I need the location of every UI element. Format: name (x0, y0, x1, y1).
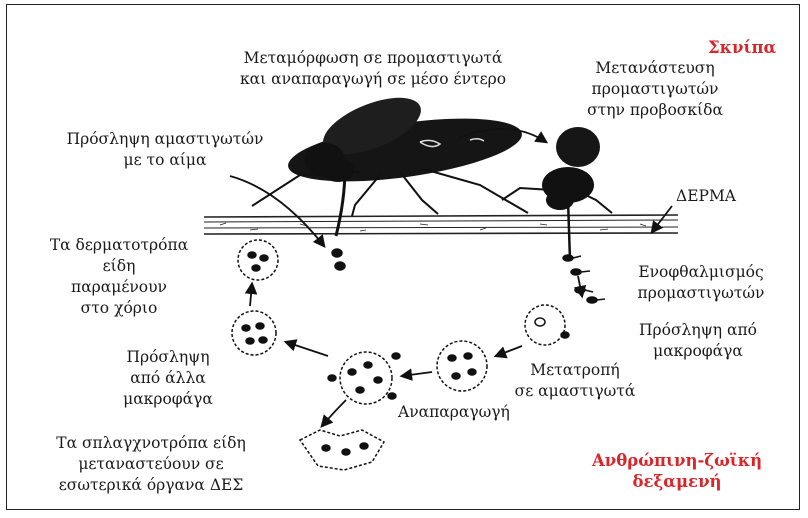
mosquito-title: Σκνίπα (708, 37, 776, 58)
label-inoculation: Ενοφθαλμισμός προμαστιγωτών (626, 262, 776, 304)
label-uptake-other-line: μακροφάγα (108, 389, 228, 410)
reservoir-title-line: Ανθρώπινη-ζωϊκή (592, 450, 762, 471)
label-uptake-amastigotes-line: με το αίμα (60, 150, 270, 171)
label-migration: Μετανάστευση προμαστιγωτών στην προβοσκί… (575, 58, 735, 121)
macrophage-top (232, 311, 276, 355)
label-metamorphosis-line: Μεταμόρφωση σε προμαστιγωτά (218, 48, 528, 69)
label-metamorphosis: Μεταμόρφωση σε προμαστιγωτά και αναπαραγ… (218, 48, 528, 90)
label-viscerotropic-line: εσωτερικά όργανα ΔΕΣ (36, 475, 266, 496)
macrophage-uptake (525, 305, 569, 345)
label-viscerotropic-line: μεταναστεύουν σε (36, 454, 266, 475)
label-uptake-macrophages-line: μακροφάγα (608, 341, 788, 362)
reservoir-title: Ανθρώπινη-ζωϊκή δεξαμενή (592, 450, 762, 492)
label-viscerotropic-line: Τα σπλαγχνοτρόπα είδη (36, 433, 266, 454)
macrophage-burst (328, 352, 400, 404)
label-conversion: Μετατροπή σε αμαστιγωτά (500, 360, 650, 402)
label-metamorphosis-line: και αναπαραγωγή σε μέσο έντερο (218, 69, 528, 90)
label-dermatotropic-line: Τα δερματοτρόπα (44, 235, 194, 256)
label-uptake-other-line: Πρόσληψη (108, 347, 228, 368)
label-viscerotropic: Τα σπλαγχνοτρόπα είδη μεταναστεύουν σε ε… (36, 433, 266, 496)
label-reproduction: Αναπαραγωγή (398, 402, 510, 423)
label-uptake-amastigotes-line: Πρόσληψη αμαστιγωτών (60, 129, 270, 150)
label-uptake-other: Πρόσληψη από άλλα μακροφάγα (108, 347, 228, 410)
label-uptake-macrophages: Πρόσληψη από μακροφάγα (608, 320, 788, 362)
skin-layer (204, 215, 678, 234)
label-skin: ΔΕΡΜΑ (676, 186, 736, 207)
label-uptake-macrophages-line: Πρόσληψη από (608, 320, 788, 341)
sandfly-small (502, 127, 612, 260)
promastigotes (563, 255, 605, 303)
label-inoculation-line: Ενοφθαλμισμός (626, 262, 776, 283)
label-dermatotropic-line: στο χόριο (44, 298, 194, 319)
label-dermatotropic: Τα δερματοτρόπα είδη παραμένουν στο χόρι… (44, 235, 194, 319)
label-uptake-other-line: από άλλα (108, 368, 228, 389)
parasite-cells (232, 240, 605, 470)
reservoir-title-line: δεξαμενή (592, 471, 762, 492)
label-conversion-line: σε αμαστιγωτά (500, 381, 650, 402)
label-migration-line: στην προβοσκίδα (575, 100, 735, 121)
label-dermatotropic-line: είδη (44, 256, 194, 277)
label-conversion-line: Μετατροπή (500, 360, 650, 381)
label-migration-line: Μετανάστευση (575, 58, 735, 79)
label-dermatotropic-line: παραμένουν (44, 277, 194, 298)
label-uptake-amastigotes: Πρόσληψη αμαστιγωτών με το αίμα (60, 129, 270, 171)
macrophage-infected (437, 341, 487, 391)
label-migration-line: προμαστιγωτών (575, 79, 735, 100)
label-inoculation-line: προμαστιγωτών (626, 283, 776, 304)
visceral-cell (300, 430, 384, 470)
dermal-cell (238, 240, 278, 280)
